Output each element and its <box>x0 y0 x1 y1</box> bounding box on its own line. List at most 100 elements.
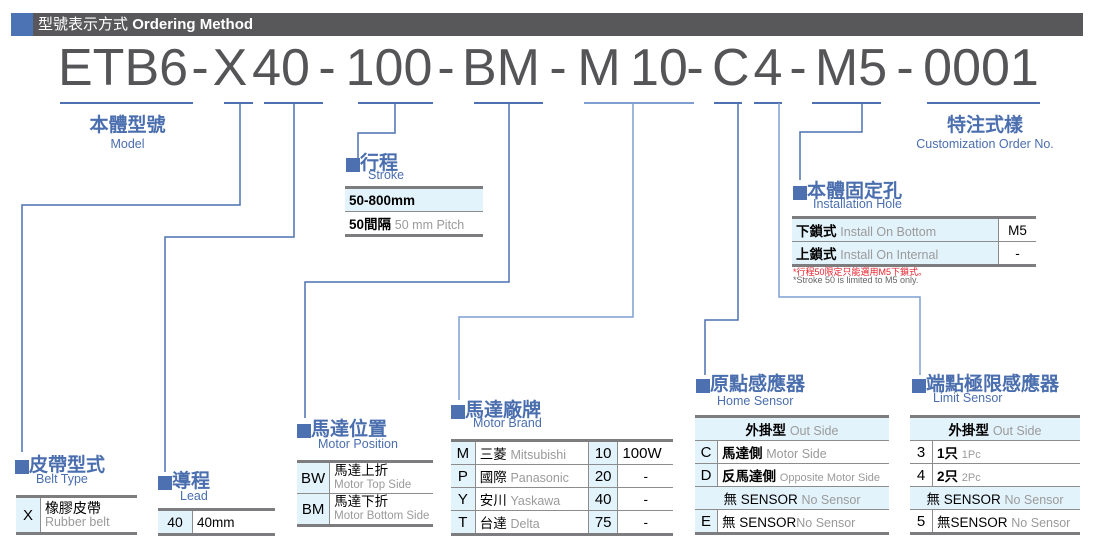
belt-title-zh: 皮帶型式 <box>29 455 106 476</box>
table-row: T 台達 Delta 75 - <box>451 510 673 535</box>
table-row: 50間隔 50 mm Pitch <box>345 212 483 236</box>
lead-code: 40 <box>158 509 193 535</box>
motor-position-code: BM <box>297 493 331 526</box>
install-type-en: Install On Bottom <box>840 225 937 239</box>
code-home-sensor: C <box>712 39 750 97</box>
connector-install-hole <box>799 103 863 180</box>
header-bar <box>11 13 1083 36</box>
table-row: 下鎖式 Install On Bottom M5 <box>792 217 1036 242</box>
brand-en: Delta <box>510 517 540 531</box>
table-row: 40 40mm <box>158 509 275 535</box>
home-en: No Sensor <box>796 516 856 530</box>
connector-limit-sensor <box>778 103 921 375</box>
code-install-hole: M5 <box>814 39 888 97</box>
install-title-zh: 本體固定孔 <box>807 181 903 202</box>
power-value: - <box>617 464 673 488</box>
section-marker <box>297 423 311 438</box>
motor-position-code: BW <box>297 461 331 494</box>
code-model: ETB6 <box>58 39 189 97</box>
brand-zh: 台達 <box>479 516 507 531</box>
lead-value: 40mm <box>197 514 235 530</box>
lead-heading: 導程 <box>158 466 210 493</box>
brand-code: T <box>451 510 476 535</box>
brand-code: P <box>451 464 476 488</box>
code-dash: - <box>549 39 567 97</box>
home-zh: 馬達側 <box>722 446 763 461</box>
belt-heading: 皮帶型式 <box>15 450 105 477</box>
install-type-zh: 下鎖式 <box>796 224 837 239</box>
install-type-zh: 上鎖式 <box>796 247 837 262</box>
power-code: 10 <box>587 440 619 465</box>
stroke-pitch-en: 50 mm Pitch <box>394 218 465 232</box>
limit-code: 5 <box>910 509 933 534</box>
home-zh: 反馬達側 <box>722 469 776 484</box>
install-note-en: *Stroke 50 is limited to M5 only. <box>793 275 919 285</box>
motor-position-zh: 馬達下折 <box>334 494 389 509</box>
motor-position-en: Motor Bottom Side <box>334 510 430 522</box>
motor-position-heading: 馬達位置 <box>297 414 387 441</box>
limit-sensor-heading: 端點極限感應器 <box>912 369 1059 396</box>
belt-en: Rubber belt <box>44 515 110 529</box>
motor-brand-title-en: Motor Brand <box>473 416 542 430</box>
code-dash: - <box>318 39 336 97</box>
code-dash: - <box>437 39 455 97</box>
home-band-en: Out Side <box>789 424 839 438</box>
table-row: 無 SENSOR No Sensor <box>910 486 1080 510</box>
brand-zh: 國際 <box>479 470 507 485</box>
custom-title-en: Customization Order No. <box>916 137 1054 151</box>
connector-motor-brand <box>458 103 634 400</box>
power-value: - <box>617 487 673 511</box>
code-lead: 40 <box>252 39 310 97</box>
table-row: M 三菱 Mitsubishi 10 100W <box>451 440 673 465</box>
install-table: 下鎖式 Install On Bottom M5 上鎖式 Install On … <box>792 216 1036 267</box>
table-row: Y 安川 Yaskawa 40 - <box>451 487 673 511</box>
model-section: 本體型號 Model <box>60 110 195 151</box>
code-motor-position: BM <box>462 39 540 97</box>
table-row: 5 無SENSOR No Sensor <box>910 509 1080 534</box>
brand-en: Mitsubishi <box>510 448 567 462</box>
stroke-title-en: Stroke <box>368 168 405 182</box>
limit-band-zh: 外掛型 <box>948 423 990 438</box>
connector-stroke <box>357 103 396 158</box>
lead-table: 40 40mm <box>158 508 275 536</box>
table-row: E 無 SENSORNo Sensor <box>695 509 889 534</box>
stroke-table: 50-800mm 50間隔 50 mm Pitch <box>345 186 483 237</box>
home-zh: 無 SENSOR <box>722 515 797 530</box>
table-row: 3 1只 1Pc <box>910 440 1080 464</box>
limit-code: 3 <box>910 440 933 464</box>
code-limit-sensor: 4 <box>753 39 783 97</box>
connector-home-sensor <box>704 103 739 375</box>
code-dash: - <box>896 39 914 97</box>
code-motor-power: 10 <box>630 39 688 97</box>
table-row: 外掛型 Out Side <box>695 416 889 441</box>
limit-en: 2Pc <box>961 472 981 484</box>
table-row: 50-800mm <box>345 187 483 212</box>
brand-zh: 三菱 <box>479 447 507 462</box>
code-belt: X <box>212 39 248 97</box>
install-note-zh: *行程50限定只能選用M5下鎖式。 <box>793 267 928 277</box>
page-title: 型號表示方式 Ordering Method <box>38 14 253 36</box>
home-code: D <box>695 463 718 487</box>
stroke-pitch-zh: 50間隔 <box>349 217 392 232</box>
section-marker <box>793 185 807 200</box>
connector-motor-position <box>304 103 510 418</box>
motor-brand-table: M 三菱 Mitsubishi 10 100W P 國際 Panasonic 2… <box>451 439 673 536</box>
motor-position-title-en: Motor Position <box>318 437 398 451</box>
brand-code: M <box>451 440 476 465</box>
power-value: 100W <box>617 440 673 465</box>
title-en: Ordering Method <box>132 16 254 33</box>
motor-position-en: Motor Top Side <box>334 479 412 491</box>
limit-en: No Sensor <box>1011 516 1071 530</box>
model-title-en: Model <box>110 137 145 151</box>
limit-code: 4 <box>910 463 933 487</box>
belt-code: X <box>16 496 41 534</box>
motor-position-zh: 馬達上折 <box>334 463 389 478</box>
code-dash: - <box>686 39 704 97</box>
stroke-title-zh: 行程 <box>360 153 399 174</box>
limit-band-en: Out Side <box>992 424 1042 438</box>
limit-sensor-table: 外掛型 Out Side 3 1只 1Pc 4 2只 2Pc 無 SENSOR … <box>910 415 1080 535</box>
install-heading: 本體固定孔 <box>793 176 902 203</box>
table-row: C 馬達側 Motor Side <box>695 440 889 464</box>
